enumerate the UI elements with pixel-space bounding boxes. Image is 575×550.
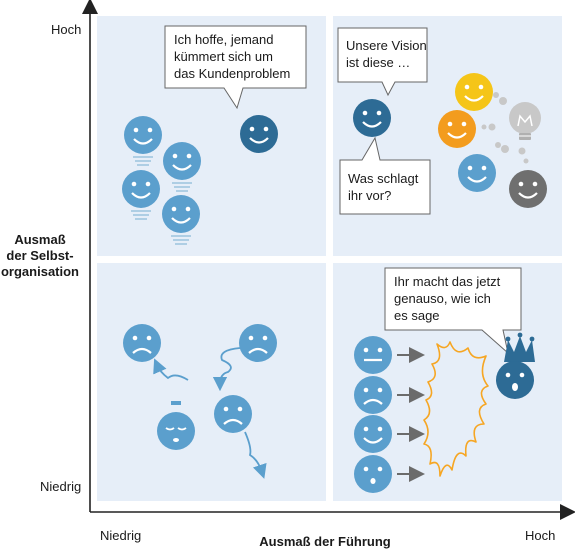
speech-bubble-icon [384, 267, 522, 355]
light-bulb-icon [509, 102, 541, 140]
speech-bubble-icon [164, 25, 307, 110]
sad-face-icon [354, 376, 392, 414]
smiley-face-icon [162, 195, 200, 245]
y-axis-title: Ausmaß der Selbst- organisation [0, 232, 79, 279]
bubble-text-top-left: Ich hoffe, jemand kümmert sich um das Ku… [174, 32, 291, 81]
smiley-face-icon [122, 170, 160, 220]
wander-arrow [244, 431, 267, 479]
thought-dots [481, 92, 529, 164]
speech-bubble-icon [339, 136, 431, 215]
bubble-text-question: Was schlagt ihr vor? [348, 171, 419, 203]
sleepy-face-icon [157, 401, 195, 450]
quadrant-bottom-left [97, 263, 326, 501]
crown-icon [504, 332, 535, 362]
y-axis-low-label: Niedrig [40, 479, 82, 494]
smiley-face-icon [509, 170, 547, 208]
x-axis-title: Ausmaß der Führung [259, 534, 391, 549]
sad-face-icon [123, 324, 161, 362]
smiley-face-icon [458, 154, 496, 192]
speech-bubble-icon [337, 27, 428, 97]
smiley-face-icon [455, 73, 493, 111]
smiley-face-icon [124, 116, 162, 166]
wander-arrow [212, 347, 241, 392]
bubble-text-bottom-right: Ihr macht das jetzt genauso, wie ich es … [394, 274, 501, 323]
x-axis-low-label: Niedrig [100, 528, 142, 543]
shouting-face-icon [496, 361, 534, 399]
wander-arrow [153, 358, 189, 381]
smiley-face-icon [354, 415, 392, 453]
sad-face-icon [214, 395, 252, 433]
smiley-face-icon [354, 455, 392, 493]
y-axis-high-label: Hoch [51, 22, 82, 37]
smiley-face-icon [438, 110, 476, 148]
x-axis-high-label: Hoch [525, 528, 556, 543]
smiley-face-icon [163, 142, 201, 192]
smiley-face-icon [240, 115, 278, 153]
smiley-face-icon [354, 336, 392, 374]
bubble-text-vision: Unsere Vision ist diese … [346, 38, 427, 70]
sad-face-icon [239, 324, 277, 362]
explosion-icon [423, 341, 489, 477]
smiley-face-icon [353, 99, 391, 137]
